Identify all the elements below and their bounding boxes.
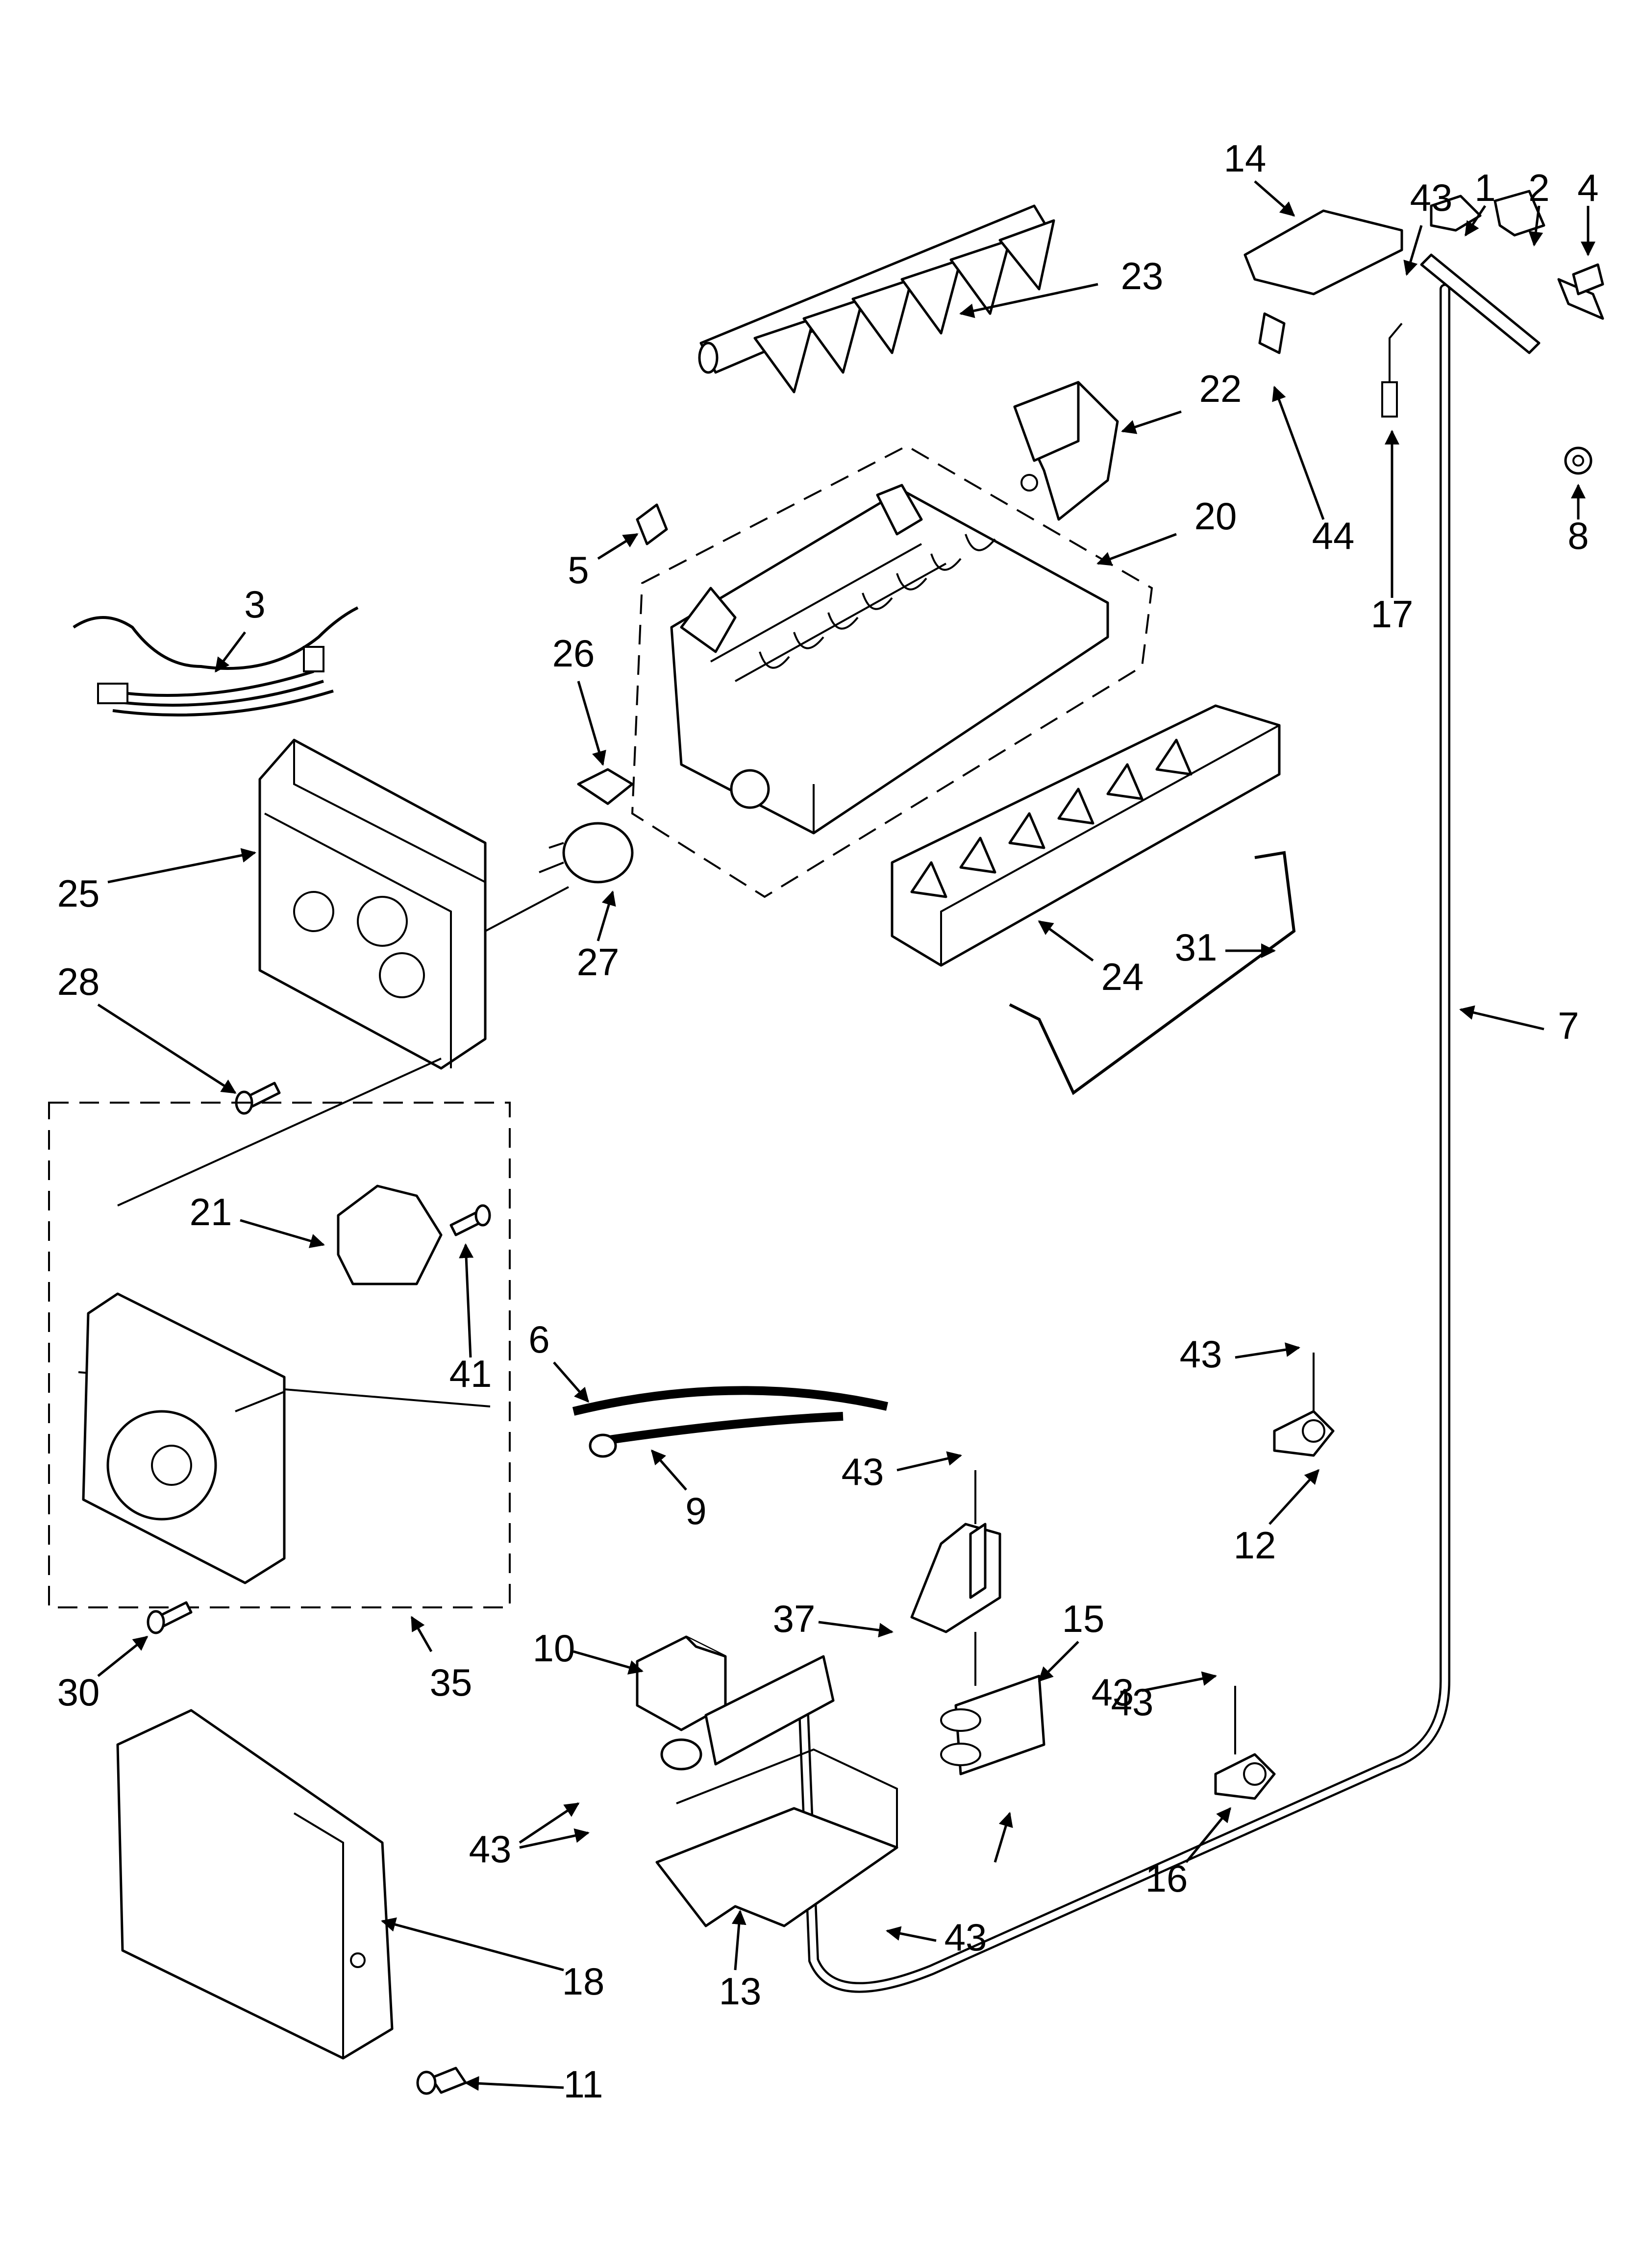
callout-label: 9 [685,1489,706,1532]
callout-label: 13 [719,1970,762,2013]
stripper-part [1013,381,1119,521]
wire-harness [73,606,359,716]
callout-label: 26 [552,632,595,675]
callout-label: 43 [1092,1671,1134,1714]
callout-label: 43 [1410,176,1453,219]
housing-part [258,739,569,1070]
callout-label: 24 [1101,955,1144,998]
mounting-plate-part [655,1748,898,1927]
fill-cup-parts [1243,190,1604,475]
screw-part [416,2067,467,2095]
tubing-part [572,1386,888,1458]
callout-label: 7 [1558,1004,1579,1047]
clip-part [636,503,668,545]
callout-label: 43 [1111,1680,1154,1724]
callout-label: 6 [528,1318,549,1361]
callout-label: 31 [1175,926,1218,969]
shut-off-arm [1009,851,1296,1095]
ice-bin-part [891,704,1281,967]
callout-label: 8 [1567,514,1589,557]
ice-mold-part [631,444,1153,898]
callout-label: 41 [449,1352,492,1395]
callout-label: 43 [945,1916,987,1959]
bracket-part [910,1470,1001,1686]
callout-label: 5 [568,548,589,592]
callout-label: 2 [1528,166,1549,209]
callout-label: 22 [1199,367,1242,410]
front-cover-part [116,1709,394,2060]
screw-part [235,1082,281,1115]
tube-clamp-part [1273,1353,1335,1457]
callout-label: 27 [577,940,620,984]
callout-label: 35 [430,1661,472,1704]
tube-clamp-part [1214,1686,1276,1800]
callout-label: 10 [533,1627,575,1670]
screw-part [449,1204,491,1236]
motor-part [539,822,634,884]
callout-label: 12 [1234,1524,1276,1567]
callout-label: 20 [1194,494,1237,538]
screw-part [147,1601,193,1634]
callout-label: 30 [57,1671,100,1714]
callout-label: 28 [57,960,100,1003]
callout-label: 21 [190,1190,232,1233]
callout-label: 18 [562,1960,605,2003]
callout-label: 3 [244,583,265,626]
callout-labels: 14 43 1 2 4 23 22 44 17 8 5 20 3 26 25 2… [57,137,1599,2106]
water-tube [798,284,1450,1993]
thermostat-part [577,768,634,805]
ejector-part [698,204,1055,394]
callout-label: 17 [1371,592,1414,636]
callout-label: 44 [1312,514,1355,557]
callout-label: 4 [1577,166,1598,209]
callout-label: 14 [1224,137,1267,180]
module-assembly [48,1058,511,1608]
callout-label: 25 [57,872,100,915]
callout-label: 15 [1062,1597,1105,1640]
callout-label: 16 [1145,1857,1188,1900]
callout-label: 11 [564,2063,603,2106]
callout-label: 1 [1474,166,1495,209]
water-valve-part [636,1635,835,1771]
clamp-part [940,1675,1045,1775]
callout-label: 43 [842,1450,884,1493]
callout-label: 37 [773,1597,816,1640]
callout-label: 23 [1121,254,1164,297]
callout-label: 43 [469,1827,512,1871]
callout-label: 43 [1180,1332,1222,1376]
